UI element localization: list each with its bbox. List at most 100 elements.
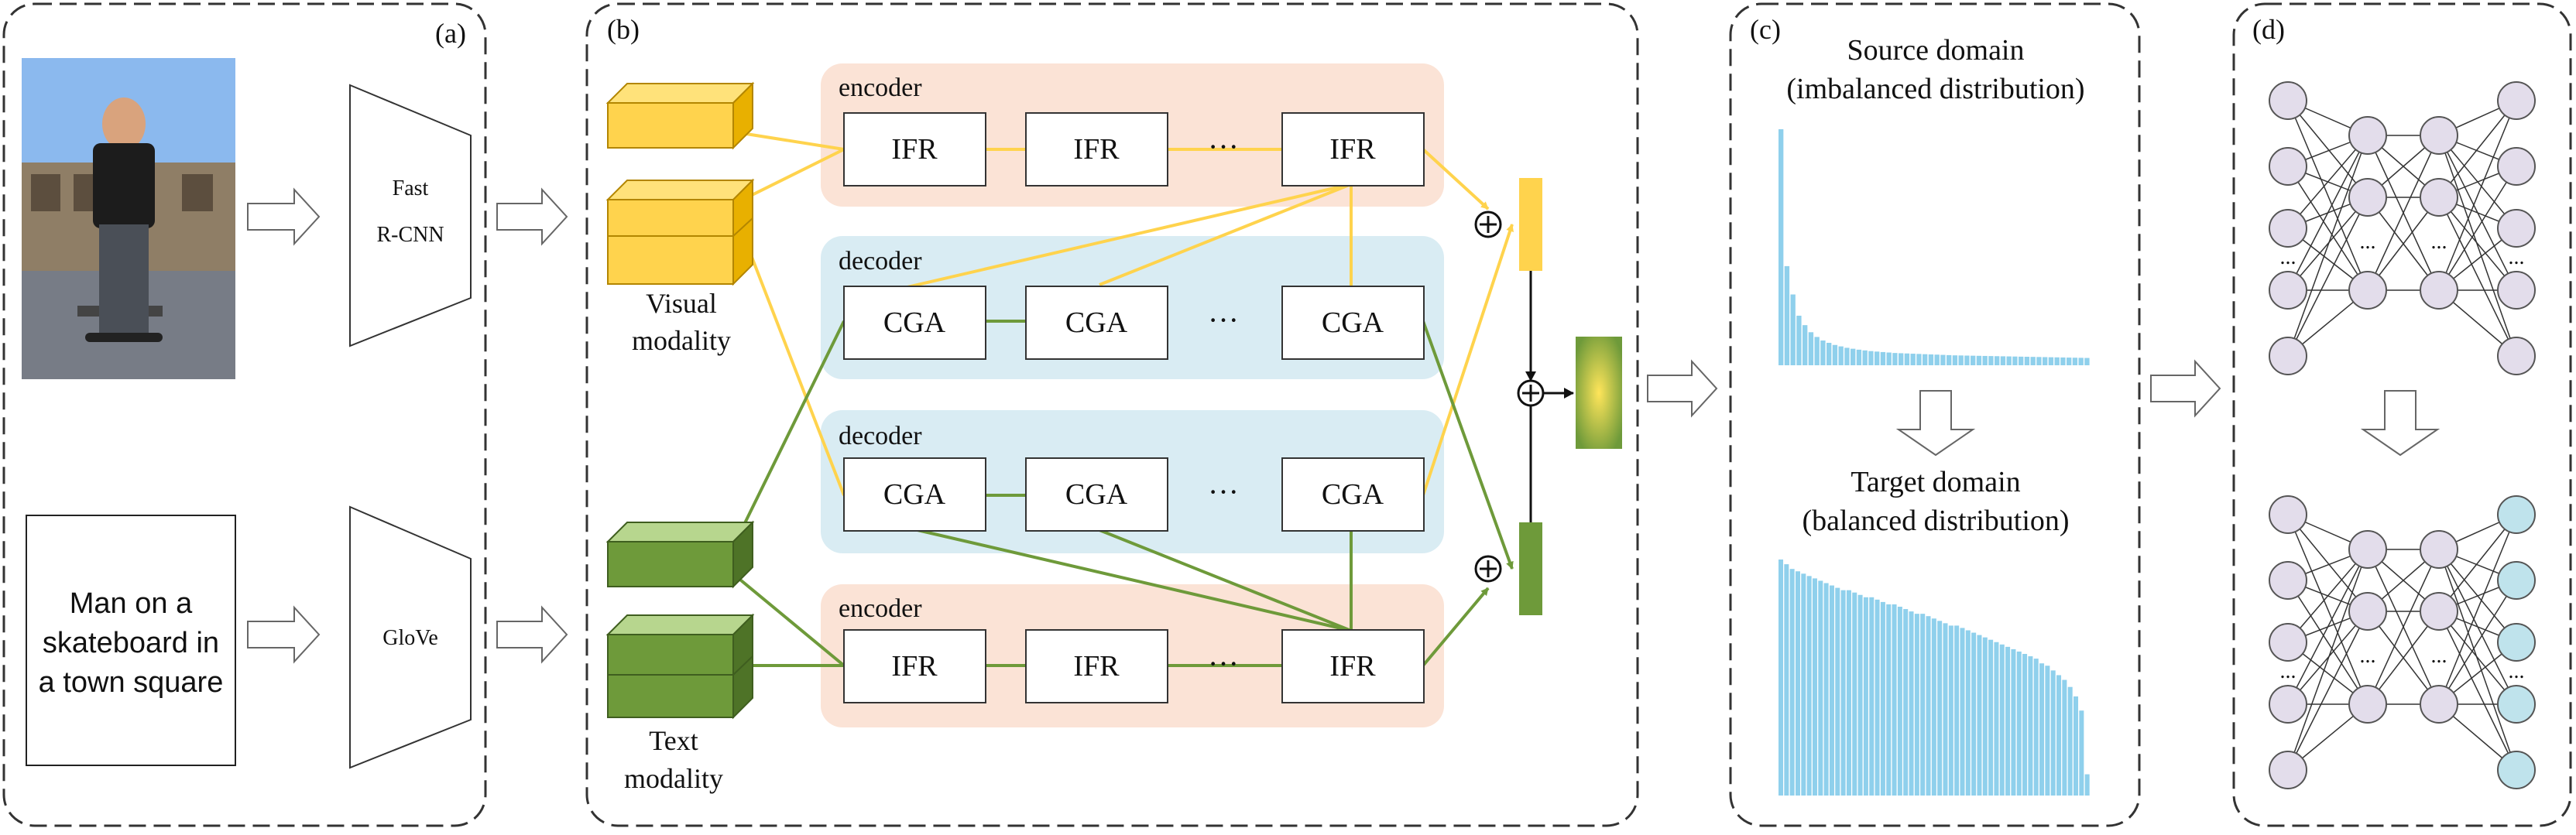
chart-bar <box>1838 346 1844 365</box>
network-node <box>2497 623 2536 662</box>
chart-bar <box>1784 265 1790 365</box>
hollow-down-arrow-icon <box>2360 390 2441 457</box>
caption-line-2: skateboard in <box>43 627 219 659</box>
visual-modality-line-2: modality <box>632 325 731 356</box>
network-edge <box>2287 135 2368 229</box>
ifr-block <box>843 112 986 187</box>
chart-bar <box>1829 585 1834 796</box>
visual-feature-cubes <box>605 81 755 286</box>
encoder-bottom-row: IFR IFR ··· IFR <box>843 629 1425 703</box>
panel-d-border <box>2232 2 2572 827</box>
chart-bar <box>1852 592 1857 796</box>
network-node <box>2269 685 2307 724</box>
network-node <box>2269 271 2307 310</box>
chart-bar <box>2039 663 2045 796</box>
add-icon <box>1474 210 1502 238</box>
chart-bar <box>1880 351 1886 365</box>
cga-label: CGA <box>1065 478 1128 511</box>
chart-bar <box>2005 646 2011 796</box>
chart-bar <box>1964 355 1970 365</box>
chart-bar <box>1856 349 1862 365</box>
decoder-top-row: CGA CGA ··· CGA <box>843 286 1425 360</box>
fusion-stage <box>1474 178 1622 615</box>
network-edge <box>2287 611 2368 771</box>
chart-bar <box>1903 609 1909 796</box>
ifr-block <box>1281 112 1425 187</box>
network-node <box>2420 685 2458 724</box>
chart-bar <box>1801 573 1806 796</box>
cga-block <box>843 286 986 360</box>
chart-bar <box>2048 357 2054 365</box>
chart-bar <box>1982 355 1988 365</box>
chart-bar <box>1994 642 1999 796</box>
network-node <box>2269 623 2307 662</box>
chart-bar <box>1916 354 1922 365</box>
ifr-label: IFR <box>1073 650 1120 683</box>
chart-bar <box>2036 357 2042 365</box>
chart-bar <box>1909 611 1914 796</box>
chart-bar <box>1814 337 1820 365</box>
chart-bar <box>1803 325 1808 365</box>
ifr-block <box>1281 629 1425 703</box>
chart-bar <box>1796 315 1802 365</box>
decoder-top-label: decoder <box>839 247 922 275</box>
target-domain-line-2: (balanced distribution) <box>1802 505 2069 537</box>
network-ellipsis: ... <box>2360 230 2376 254</box>
chart-bar <box>1926 616 1931 796</box>
chart-bar <box>1934 354 1940 365</box>
network-edge <box>2287 197 2368 357</box>
chart-bar <box>2033 659 2039 796</box>
network-edge <box>2287 166 2368 291</box>
target-domain-line-1: Target domain <box>1851 466 2020 498</box>
chart-bar <box>1988 356 1994 365</box>
chart-bar <box>2030 357 2036 365</box>
network-edge <box>2287 135 2368 291</box>
visual-modality-line-1: Visual <box>646 288 717 319</box>
chart-bar <box>2006 356 2012 365</box>
chart-bar <box>1937 621 1943 796</box>
chart-bar <box>1958 355 1964 365</box>
ifr-label: IFR <box>1329 133 1376 166</box>
panel-d-label: (d) <box>2252 14 2285 45</box>
network-ellipsis: ... <box>2280 659 2296 683</box>
panel-a-border <box>2 2 487 827</box>
visual-fused-bar <box>1519 178 1542 271</box>
chart-bar <box>1965 630 1971 796</box>
network-edge <box>2438 100 2517 291</box>
network-node <box>2497 271 2536 310</box>
cga-label: CGA <box>1322 478 1384 511</box>
network-node <box>2497 495 2536 534</box>
hollow-arrow-icon <box>2150 359 2221 418</box>
panel-c: (c) Source domain (imbalanced distributi… <box>1729 2 2141 827</box>
network-node <box>2269 561 2307 600</box>
chart-bar <box>2028 656 2033 796</box>
ellipsis: ··· <box>1208 129 1239 164</box>
chart-bar <box>1940 354 1946 365</box>
hollow-arrow-icon <box>1647 359 1718 418</box>
extractor-visual-line-2: R-CNN <box>376 223 444 247</box>
chart-bar <box>1808 332 1814 365</box>
chart-bar <box>2056 675 2062 796</box>
extractor-text: GloVe <box>382 626 438 650</box>
ellipsis: ··· <box>1208 303 1239 337</box>
add-icon <box>1474 555 1502 583</box>
chart-bar <box>2019 356 2024 365</box>
chart-bar <box>1931 618 1936 796</box>
text-fused-bar <box>1519 522 1542 615</box>
network-ellipsis: ... <box>2509 245 2525 269</box>
chart-bar <box>1976 355 1982 365</box>
chart-bar <box>1943 623 1948 796</box>
panel-b-label: (b) <box>607 14 640 45</box>
chart-bar <box>2000 356 2006 365</box>
hollow-arrow-icon <box>496 187 568 246</box>
chart-bar <box>1795 571 1800 796</box>
hollow-down-arrow-icon <box>1895 390 1976 457</box>
network-edge <box>2438 611 2517 705</box>
panel-b: (b) encoder decoder decoder encoder <box>585 2 1639 827</box>
cga-label: CGA <box>883 478 946 511</box>
panel-b-border <box>585 2 1639 827</box>
network-edge <box>2438 197 2517 357</box>
chart-bar <box>1914 614 1919 796</box>
panel-c-label: (c) <box>1750 14 1781 45</box>
hollow-arrow-icon <box>247 605 321 664</box>
